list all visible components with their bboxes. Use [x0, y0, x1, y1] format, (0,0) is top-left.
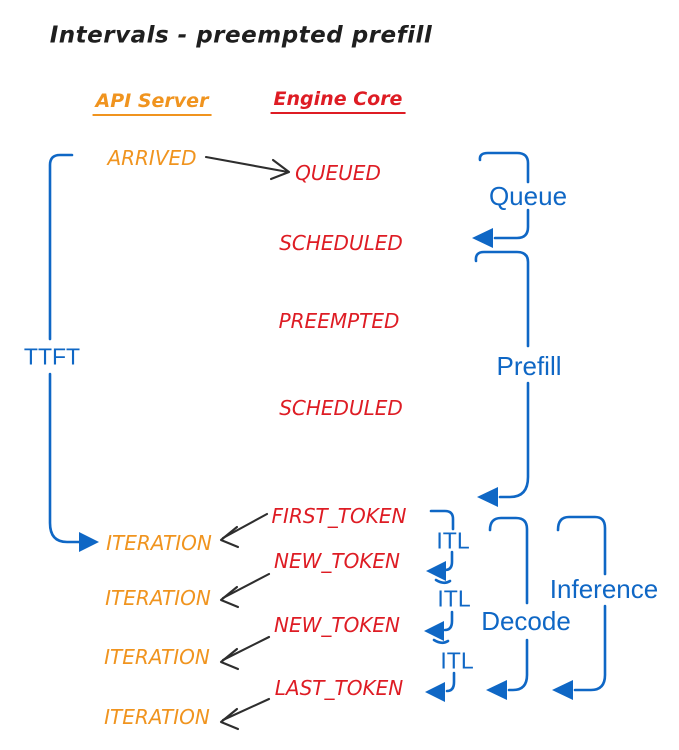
decode-bracket	[486, 516, 529, 700]
event-queued: QUEUED	[295, 161, 381, 185]
arrow-new-token1-to-iteration	[219, 572, 271, 609]
prefill-arrowhead-icon	[477, 487, 498, 507]
event-arrived: ARRIVED	[107, 146, 197, 170]
interval-decode-label: Decode	[481, 606, 571, 636]
interval-ttft-label: TTFT	[23, 343, 81, 370]
interval-itl-3-label: ITL	[440, 647, 474, 674]
decode-arrowhead-icon	[486, 680, 507, 700]
interval-itl-2-label: ITL	[437, 585, 471, 612]
ttft-arrowhead-icon	[79, 532, 99, 552]
itl-arrow-3	[425, 671, 456, 702]
diagram-title: Intervals - preempted prefill	[49, 22, 433, 49]
event-iteration-3: ITERATION	[104, 645, 210, 669]
event-last-token: LAST_TOKEN	[274, 676, 404, 700]
itl-start-bracket	[429, 509, 455, 531]
event-scheduled-1: SCHEDULED	[279, 231, 403, 255]
inference-arrowhead-icon	[552, 680, 573, 700]
event-preempted: PREEMPTED	[278, 309, 400, 333]
queue-arrowhead-icon	[472, 228, 493, 248]
interval-itl-1-label: ITL	[436, 527, 470, 554]
event-first-token: FIRST_TOKEN	[271, 504, 407, 528]
queue-bracket	[472, 151, 530, 248]
inference-bracket	[552, 515, 607, 700]
interval-inference-label: Inference	[549, 574, 659, 604]
event-iteration-1: ITERATION	[106, 531, 212, 555]
column-header-api-server: API Server	[92, 92, 212, 116]
arrow-last-token-to-iteration	[219, 697, 271, 731]
interval-queue-label: Queue	[488, 181, 568, 211]
prefill-bracket	[474, 250, 530, 507]
arrow-first-token-to-iteration	[219, 512, 269, 549]
itl-arrow-1	[426, 550, 454, 585]
event-new-token-1: NEW_TOKEN	[273, 549, 401, 573]
arrow-arrived-to-queued	[204, 155, 291, 181]
itl-arrow-2	[424, 610, 454, 645]
column-header-engine-core: Engine Core	[270, 90, 406, 114]
event-iteration-4: ITERATION	[104, 705, 210, 729]
ttft-bracket	[48, 153, 99, 552]
event-iteration-2: ITERATION	[105, 586, 211, 610]
event-scheduled-2: SCHEDULED	[279, 396, 403, 420]
arrow-new-token2-to-iteration	[219, 635, 271, 671]
event-new-token-2: NEW_TOKEN	[273, 613, 401, 637]
interval-prefill-label: Prefill	[496, 351, 562, 381]
